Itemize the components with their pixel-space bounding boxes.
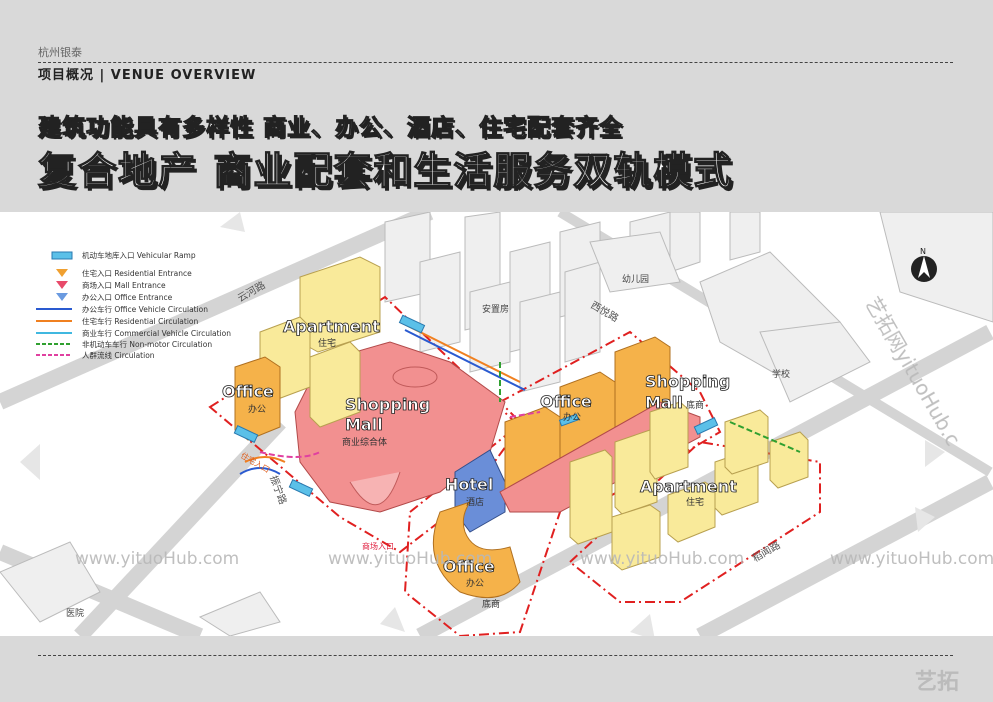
legend-item: 办公入口 Office Entrance — [56, 292, 173, 302]
shopping-mall-label-2: Mall — [345, 415, 383, 434]
mall-entrance-tag: 商场入口 — [362, 541, 394, 551]
watermark-1: www.yituoHub.com — [75, 549, 239, 569]
map-labels: Apartment 住宅 Office 办公 Shopping Mall 商业综… — [66, 273, 790, 619]
legend-item: 商业车行 Commercial Vehicle Circulation — [36, 328, 231, 338]
footer-divider — [38, 655, 953, 656]
legend-label: 机动车地库入口 Vehicular Ramp — [82, 250, 196, 260]
school-label: 学校 — [772, 368, 790, 380]
shopping-right-label: Shopping — [645, 372, 730, 391]
corner-logo: 艺拓 — [915, 670, 960, 695]
legend-item: 办公车行 Office Vehicle Circulation — [36, 304, 208, 314]
legend-symbol — [56, 281, 68, 289]
hotel-cn-label: 酒店 — [466, 496, 484, 508]
apartment-left-label: Apartment — [283, 317, 380, 336]
brand-label: 杭州银泰 — [38, 46, 82, 59]
legend-item: 商场入口 Mall Entrance — [56, 280, 166, 290]
header-divider — [38, 62, 953, 63]
site-plan-svg: 机动车地库入口 Vehicular Ramp 住宅入口 Residential E… — [0, 212, 993, 636]
apartment-left-towers — [259, 256, 381, 428]
shopping-mall-label: Shopping — [345, 395, 430, 414]
north-label: N — [920, 247, 926, 256]
apartment-right-cn: 住宅 — [686, 496, 704, 508]
apartment-right-towers — [569, 401, 809, 571]
road-bottom-label: 稻闻路 — [750, 538, 782, 564]
legend-label: 非机动车车行 Non-motor Circulation — [82, 339, 212, 349]
watermark-2: www.yituoHub.com — [328, 549, 492, 569]
legend-label: 人群流线 Circulation — [82, 350, 155, 360]
headline-secondary: 复合地产 商业配套和生活服务双轨模式 — [37, 148, 734, 193]
legend-label: 住宅车行 Residential Circulation — [82, 316, 198, 326]
bottom-retail-cn: 底商 — [482, 598, 500, 610]
office-bottom-cn: 办公 — [466, 577, 484, 589]
hotel-label: Hotel — [445, 475, 493, 494]
apartment-left-cn: 住宅 — [318, 337, 336, 349]
legend-label: 商场入口 Mall Entrance — [82, 280, 166, 290]
resettlement-label: 安置房 — [482, 303, 509, 315]
office-bottom-label: Office — [443, 557, 495, 576]
legend-item: 非机动车车行 Non-motor Circulation — [36, 339, 212, 349]
office-left-tower — [234, 356, 281, 441]
legend-label: 商业车行 Commercial Vehicle Circulation — [82, 328, 231, 338]
section-title: 项目概况 | VENUE OVERVIEW — [38, 68, 257, 83]
legend-symbol — [56, 293, 68, 301]
road-arrows — [20, 212, 945, 636]
headline-primary: 建筑功能具有多样性 商业、办公、酒店、住宅配套齐全 — [37, 115, 624, 142]
watermark-4: www.yituoHub.com — [830, 549, 993, 569]
apartment-right-label: Apartment — [640, 477, 737, 496]
header-area: 杭州银泰 项目概况 | VENUE OVERVIEW 建筑功能具有多样性 商业、… — [0, 0, 993, 212]
hospital-label: 医院 — [66, 607, 84, 619]
road-left-vert-label: 振宁路 — [267, 474, 289, 507]
legend-label: 办公入口 Office Entrance — [82, 292, 173, 302]
kindergarten-label: 幼儿园 — [622, 273, 649, 285]
legend-label: 住宅入口 Residential Entrance — [82, 268, 192, 278]
legend-item: 住宅车行 Residential Circulation — [36, 316, 198, 326]
north-arrow-icon: N — [911, 247, 937, 282]
footer-area — [0, 636, 993, 702]
legend-label: 办公车行 Office Vehicle Circulation — [82, 304, 208, 314]
legend-symbol — [51, 251, 73, 260]
office-center-label: Office — [540, 392, 592, 411]
legend: 机动车地库入口 Vehicular Ramp 住宅入口 Residential E… — [36, 250, 231, 360]
office-bottom-building — [432, 501, 521, 599]
shopping-right-label-2: Mall — [645, 393, 683, 412]
legend-item: 住宅入口 Residential Entrance — [56, 268, 192, 278]
right-retail-cn: 底商 — [686, 399, 704, 411]
watermark-3: www.yituoHub.com — [580, 549, 744, 569]
office-left-label: Office — [222, 382, 274, 401]
mall-cn-label: 商业综合体 — [342, 436, 387, 448]
ramp-markers — [233, 314, 719, 497]
office-left-cn: 办公 — [248, 403, 266, 415]
office-center-cn: 办公 — [563, 411, 581, 423]
site-plan: 机动车地库入口 Vehicular Ramp 住宅入口 Residential E… — [0, 212, 993, 636]
legend-item: 机动车地库入口 Vehicular Ramp — [51, 250, 196, 260]
context-buildings — [0, 212, 993, 636]
legend-symbol — [56, 269, 68, 277]
legend-item: 人群流线 Circulation — [36, 350, 155, 360]
